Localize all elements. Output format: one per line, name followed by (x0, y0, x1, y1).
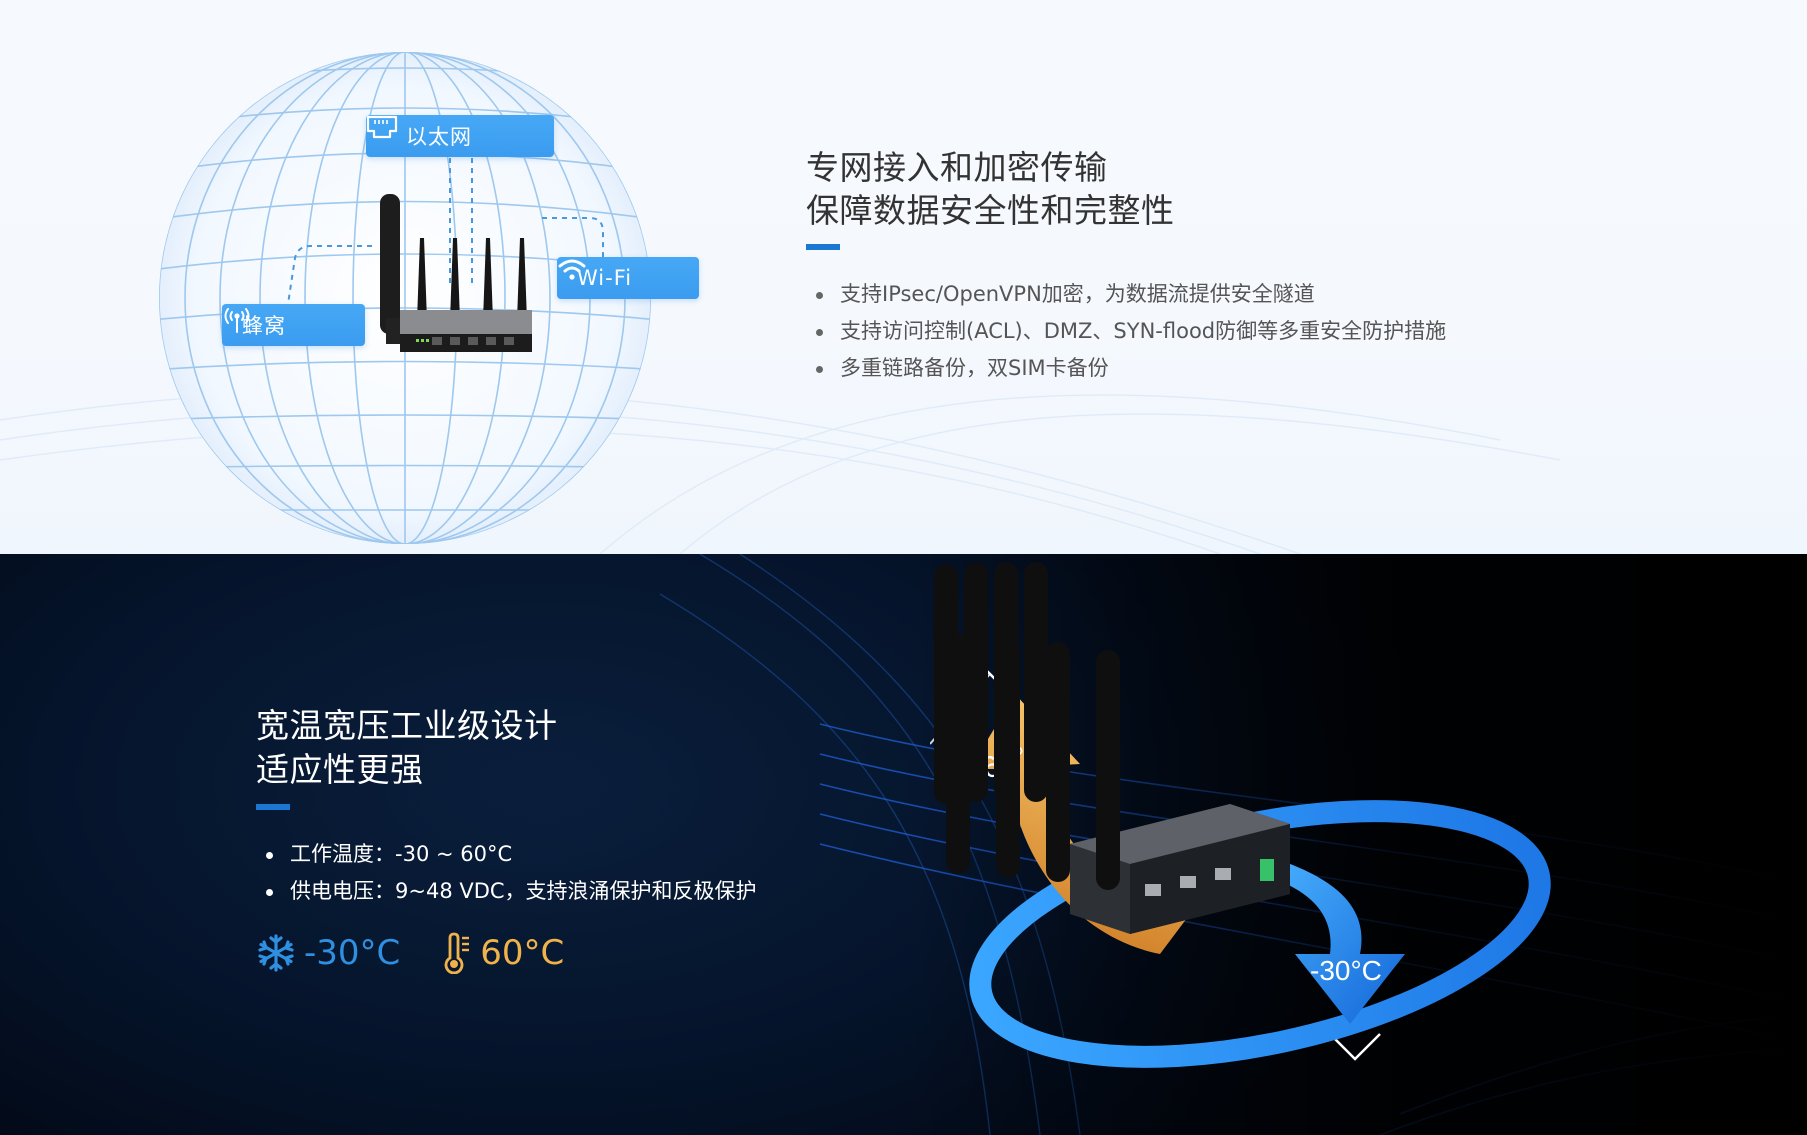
router-image (380, 194, 532, 352)
temperature-title: 宽温宽压工业级设计 适应性更强 (256, 704, 757, 792)
cellular-antenna-icon (224, 308, 250, 333)
low-temperature: -30°C (256, 933, 400, 973)
chevron-down-decoration (1329, 1033, 1381, 1061)
feature-item: 工作温度：-30 ~ 60°C (256, 836, 757, 873)
cold-arrow: -30°C (1260, 854, 1405, 1024)
feature-item: 多重链路备份，双SIM卡备份 (806, 350, 1446, 387)
wifi-icon (558, 259, 586, 280)
ethernet-badge: 以太网 (366, 115, 554, 157)
wireframe-globe (159, 52, 651, 544)
snowflake-icon (258, 934, 294, 972)
ethernet-port-icon (366, 115, 398, 139)
cold-arrow-label: -30°C (1310, 955, 1382, 986)
temperature-feature-section: 宽温宽压工业级设计 适应性更强 工作温度：-30 ~ 60°C 供电电压：9~4… (0, 554, 1807, 1135)
cellular-badge: 蜂窝 (222, 304, 365, 346)
low-temperature-label: -30°C (304, 933, 401, 973)
router-image (934, 562, 1290, 934)
temperature-title-line-2: 适应性更强 (256, 750, 424, 789)
temperature-title-line-1: 宽温宽压工业级设计 (256, 706, 558, 745)
feature-item: 供电电压：9~48 VDC，支持浪涌保护和反极保护 (256, 873, 757, 910)
ethernet-label: 以太网 (406, 125, 472, 149)
high-temperature: 60°C (442, 932, 564, 974)
wifi-badge: Wi-Fi (557, 257, 699, 299)
security-title-line-2: 保障数据安全性和完整性 (806, 191, 1175, 230)
rugged-router-illustration: 60°C -30°C (930, 562, 1551, 1068)
feature-item: 支持IPsec/OpenVPN加密，为数据流提供安全隧道 (806, 276, 1446, 313)
network-globe-illustration: 以太网 Wi-Fi 蜂窝 (150, 48, 699, 548)
title-accent-bar (256, 804, 290, 810)
wifi-label: Wi-Fi (577, 266, 633, 290)
security-text-block: 专网接入和加密传输 保障数据安全性和完整性 支持IPsec/OpenVPN加密，… (806, 146, 1446, 387)
title-accent-bar (806, 244, 840, 250)
temperature-text-block: 宽温宽压工业级设计 适应性更强 工作温度：-30 ~ 60°C 供电电压：9~4… (256, 704, 757, 974)
high-temperature-label: 60°C (480, 933, 565, 973)
security-feature-list: 支持IPsec/OpenVPN加密，为数据流提供安全隧道 支持访问控制(ACL)… (806, 276, 1446, 387)
security-title-line-1: 专网接入和加密传输 (806, 148, 1108, 187)
security-feature-section: 以太网 Wi-Fi 蜂窝 专网接入和加 (0, 0, 1807, 554)
security-title: 专网接入和加密传输 保障数据安全性和完整性 (806, 146, 1446, 232)
thermometer-icon (444, 932, 470, 974)
feature-item: 支持访问控制(ACL)、DMZ、SYN-flood防御等多重安全防护措施 (806, 313, 1446, 350)
temperature-range-row: -30°C 60°C (256, 932, 757, 974)
temperature-feature-list: 工作温度：-30 ~ 60°C 供电电压：9~48 VDC，支持浪涌保护和反极保… (256, 836, 757, 910)
